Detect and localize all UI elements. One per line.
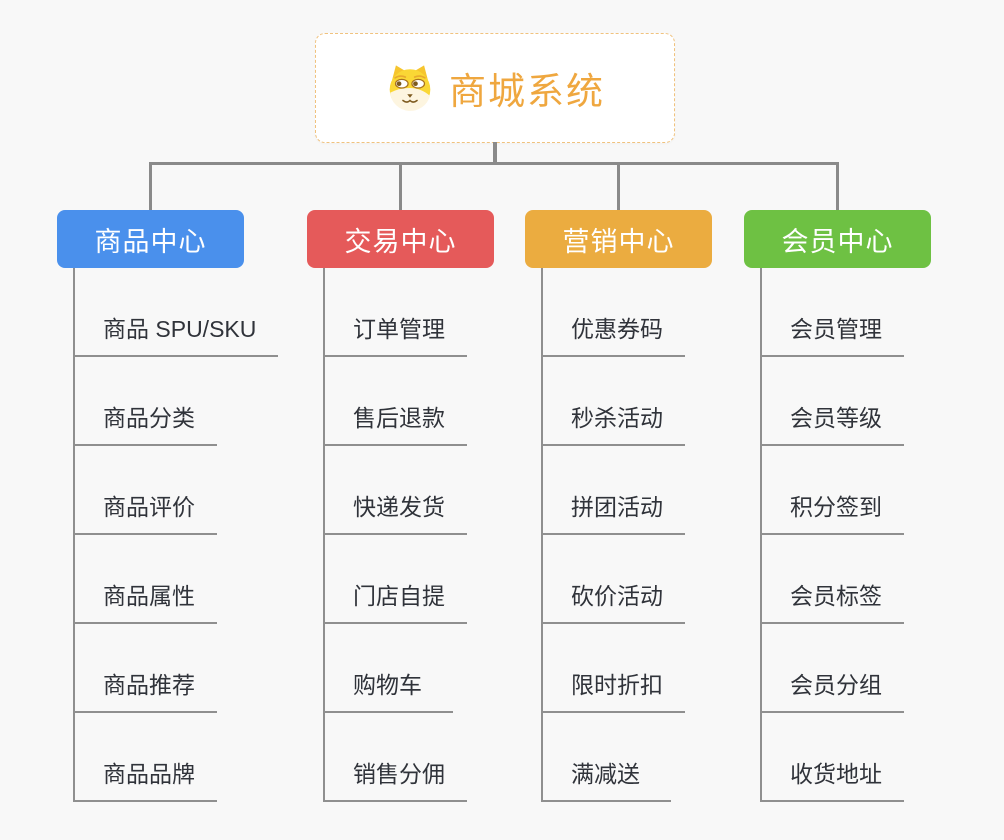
doge-icon [385,63,435,113]
mindmap-item[interactable]: 会员分组 [760,624,904,713]
branch-items-product: 商品 SPU/SKU 商品分类 商品评价 商品属性 商品推荐 商品品牌 [73,268,279,802]
item-label: 满减送 [571,761,640,787]
mindmap-item[interactable]: 会员标签 [760,535,904,624]
item-label: 商品评价 [103,494,195,520]
branch-box-member-center[interactable]: 会员中心 [744,210,931,268]
root-title: 商城系统 [449,71,605,112]
branch-marketing-center: 营销中心 优惠券码 秒杀活动 拼团活动 砍价活动 限时折扣 满减送 [525,210,712,802]
mindmap-item[interactable]: 门店自提 [323,535,467,624]
item-label: 商品品牌 [103,761,195,787]
mindmap-item[interactable]: 会员等级 [760,357,904,446]
root-node[interactable]: 商城系统 [315,33,675,143]
mindmap-item[interactable]: 商品属性 [73,535,217,624]
item-label: 订单管理 [353,316,445,342]
connector-stub-marketing [617,162,620,211]
branch-product-center: 商品中心 商品 SPU/SKU 商品分类 商品评价 商品属性 商品推荐 商品品牌 [57,210,279,802]
mindmap-item[interactable]: 优惠券码 [541,268,685,357]
branch-trade-center: 交易中心 订单管理 售后退款 快递发货 门店自提 购物车 销售分佣 [307,210,494,802]
mindmap-item[interactable]: 订单管理 [323,268,467,357]
item-label: 门店自提 [353,583,445,609]
mindmap-item[interactable]: 会员管理 [760,268,904,357]
mindmap-item[interactable]: 拼团活动 [541,446,685,535]
item-label: 会员等级 [790,405,882,431]
item-label: 购物车 [353,672,422,698]
branch-member-center: 会员中心 会员管理 会员等级 积分签到 会员标签 会员分组 收货地址 [744,210,931,802]
item-label: 会员管理 [790,316,882,342]
connector-stub-trade [399,162,402,211]
mindmap-item[interactable]: 商品分类 [73,357,217,446]
branch-vline [323,268,325,802]
item-label: 砍价活动 [571,583,663,609]
branch-vline [541,268,543,802]
branch-vline [760,268,762,802]
mindmap-item[interactable]: 商品推荐 [73,624,217,713]
item-label: 商品推荐 [103,672,195,698]
item-label: 拼团活动 [571,494,663,520]
item-label: 会员分组 [790,672,882,698]
item-label: 限时折扣 [571,672,663,698]
item-label: 会员标签 [790,583,882,609]
mindmap-item[interactable]: 秒杀活动 [541,357,685,446]
item-label: 快递发货 [353,494,445,520]
item-label: 秒杀活动 [571,405,663,431]
connector-root-stub [493,142,497,164]
connector-stub-member [836,162,839,211]
mindmap-item[interactable]: 销售分佣 [323,713,467,802]
item-label: 商品分类 [103,405,195,431]
mindmap-item[interactable]: 快递发货 [323,446,467,535]
mindmap-item[interactable]: 积分签到 [760,446,904,535]
item-label: 收货地址 [790,761,882,787]
branch-box-marketing-center[interactable]: 营销中心 [525,210,712,268]
item-label: 售后退款 [353,405,445,431]
item-label: 优惠券码 [571,316,663,342]
mindmap-item[interactable]: 限时折扣 [541,624,685,713]
mindmap-item[interactable]: 商品品牌 [73,713,217,802]
mindmap-item[interactable]: 售后退款 [323,357,467,446]
branch-vline [73,268,75,802]
mindmap-item[interactable]: 商品 SPU/SKU [73,268,279,357]
branch-items-trade: 订单管理 售后退款 快递发货 门店自提 购物车 销售分佣 [323,268,494,802]
connector-rail [149,162,839,165]
connector-stub-product [149,162,152,211]
item-label: 销售分佣 [353,761,445,787]
branch-items-member: 会员管理 会员等级 积分签到 会员标签 会员分组 收货地址 [760,268,931,802]
item-label: 商品 SPU/SKU [103,316,257,342]
item-label: 商品属性 [103,583,195,609]
branch-box-product-center[interactable]: 商品中心 [57,210,244,268]
mindmap-item[interactable]: 商品评价 [73,446,217,535]
branch-items-marketing: 优惠券码 秒杀活动 拼团活动 砍价活动 限时折扣 满减送 [541,268,712,802]
mindmap-item[interactable]: 购物车 [323,624,453,713]
mindmap-item[interactable]: 满减送 [541,713,671,802]
mindmap-item[interactable]: 收货地址 [760,713,904,802]
item-label: 积分签到 [790,494,882,520]
branch-box-trade-center[interactable]: 交易中心 [307,210,494,268]
mindmap-item[interactable]: 砍价活动 [541,535,685,624]
